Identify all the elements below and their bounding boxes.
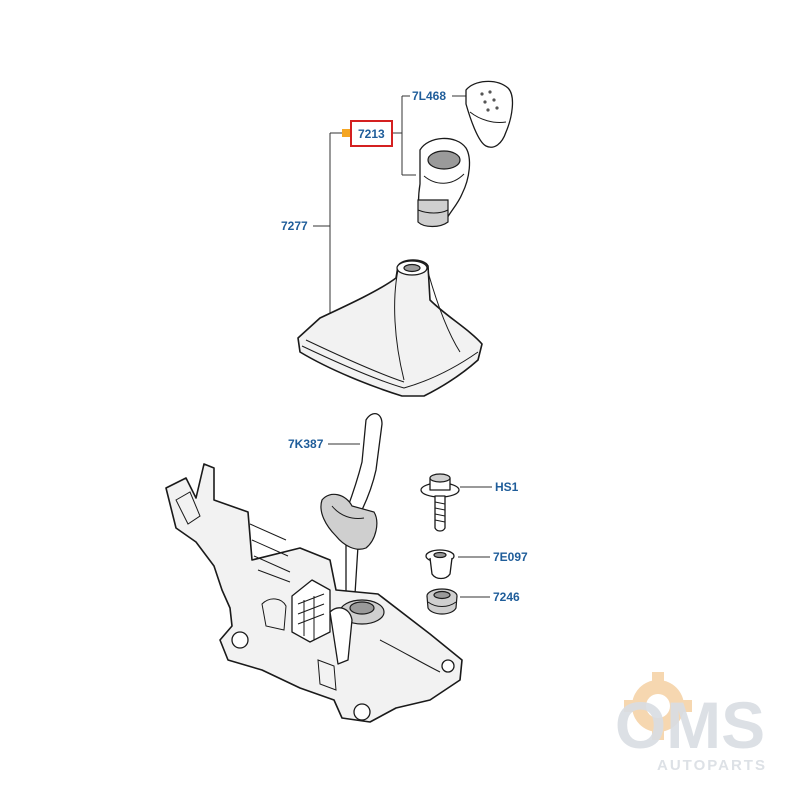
- shift-knob-part: [417, 137, 471, 228]
- knob-insert-part: [465, 80, 514, 148]
- leader-lines: [313, 95, 492, 598]
- callout-bolt[interactable]: HS1: [495, 480, 519, 494]
- shifter-housing-part: [165, 463, 463, 723]
- callout-knob-insert[interactable]: 7L468: [412, 89, 446, 103]
- callout-grommet[interactable]: 7246: [493, 590, 520, 604]
- watermark-subtitle: AUTOPARTS: [657, 757, 767, 774]
- gear-icon: [624, 672, 692, 740]
- bolt-part: [420, 473, 460, 532]
- callout-bushing[interactable]: 7E097: [493, 550, 528, 564]
- callout-shift-lever[interactable]: 7K387: [288, 437, 324, 451]
- shift-boot-part: [297, 259, 483, 397]
- watermark: OMS AUTOPARTS: [615, 672, 767, 774]
- highlight-box: [350, 120, 393, 147]
- watermark-brand: OMS: [615, 688, 765, 762]
- grommet-part: [426, 588, 458, 615]
- bushing-part: [425, 549, 455, 580]
- callout-labels[interactable]: 7L468 7213 7277 7K387 HS1 7E097 7246: [281, 89, 528, 604]
- callout-knob[interactable]: 7213: [358, 127, 385, 141]
- callout-boot[interactable]: 7277: [281, 219, 308, 233]
- shift-lever-part: [320, 413, 383, 611]
- marker-square: [342, 129, 350, 137]
